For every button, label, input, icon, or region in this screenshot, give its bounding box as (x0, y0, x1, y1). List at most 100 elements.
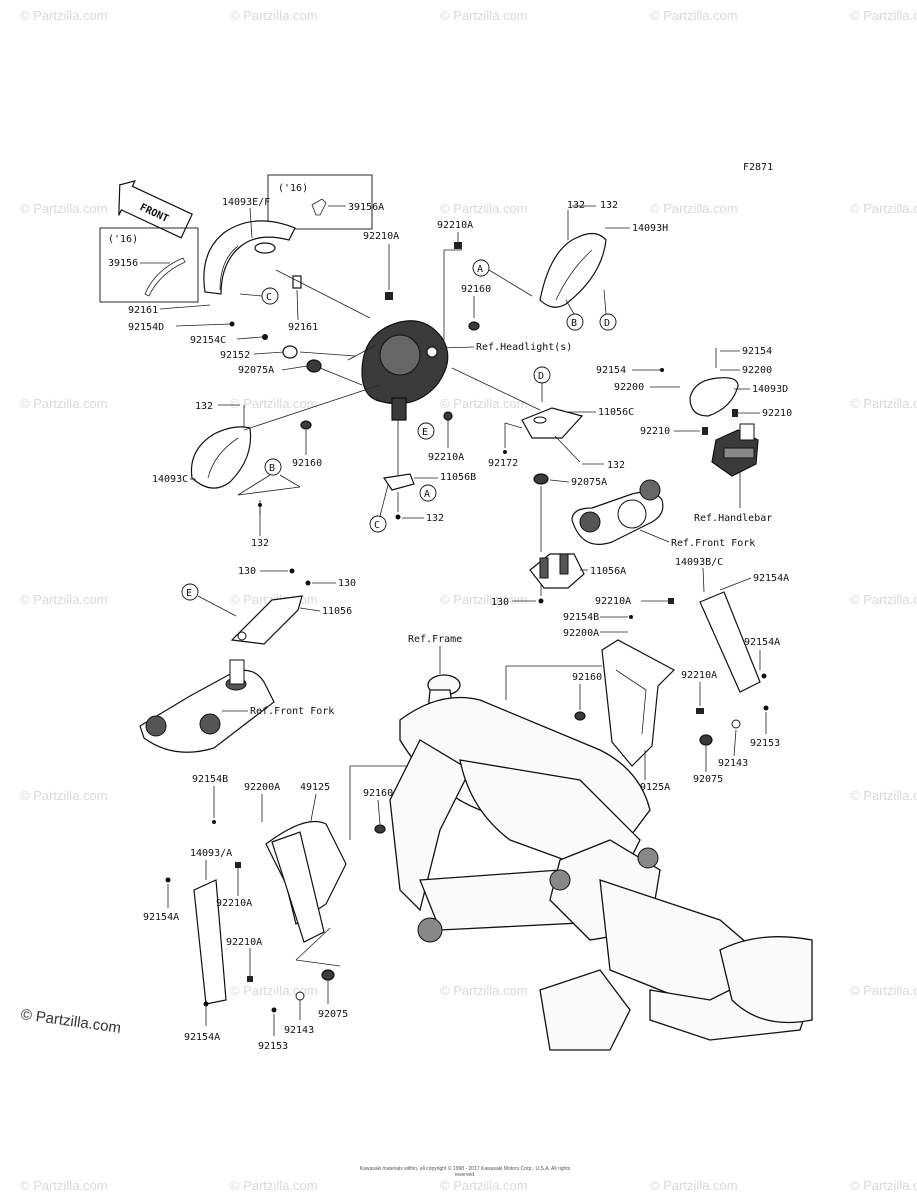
damper-92075b (321, 969, 335, 981)
label-92161b: 92161 (288, 322, 318, 333)
label-132a: 132 (567, 200, 585, 211)
front-arrow-icon: FRONT (118, 179, 193, 239)
svg-text:© Partzilla.com: © Partzilla.com (440, 983, 528, 998)
upper-triple-clamp (571, 479, 664, 545)
svg-text:© Partzilla.com: © Partzilla.com (850, 788, 917, 803)
damper-92075Ab (533, 473, 549, 485)
svg-text:© Partzilla.com: © Partzilla.com (20, 1178, 108, 1193)
label-14093C: 14093C (152, 474, 188, 485)
label-39156: 39156 (108, 258, 138, 269)
callout-A2-text: A (424, 489, 430, 500)
label-92210Ae: 92210A (681, 670, 717, 681)
label-132e: 132 (607, 460, 625, 471)
bracket-11056B (382, 473, 415, 491)
label-11056C: 11056C (598, 407, 634, 418)
label-92160d: 92160 (363, 788, 393, 799)
svg-text:© Partzilla.com: © Partzilla.com (20, 201, 108, 216)
label-92200A: 92200A (563, 628, 599, 639)
label-92154Ab: 92154A (744, 637, 780, 648)
label-14093BC: 14093B/C (675, 557, 723, 568)
callout-B2 (264, 458, 282, 476)
side-cover-14093C (190, 426, 252, 489)
label-ref-front-fork-b: Ref.Front Fork (250, 706, 334, 717)
label-92210Af: 92210A (216, 898, 252, 909)
svg-text:© Partzilla.com: © Partzilla.com (440, 8, 528, 23)
bracket-11056 (230, 595, 303, 645)
svg-text:© Partzilla.com: © Partzilla.com (230, 396, 318, 411)
svg-text:© Partzilla.com: © Partzilla.com (850, 396, 917, 411)
svg-text:© Partzilla.com: © Partzilla.com (20, 8, 108, 23)
collar-92152 (282, 345, 298, 359)
handlebar-cover-14093D (689, 377, 739, 417)
callout-D2-text: D (538, 371, 544, 382)
lower-triple-clamp (139, 659, 275, 753)
label-92154Bb: 92154B (192, 774, 228, 785)
label-92154Aa: 92154A (753, 573, 789, 584)
label-92154Ad: 92154A (184, 1032, 220, 1043)
svg-text:© Partzilla.com: © Partzilla.com (230, 1178, 318, 1193)
label-130b: 130 (338, 578, 356, 589)
label-11056A: 11056A (590, 566, 626, 577)
label-130c: 130 (491, 597, 509, 608)
figure-code: F2871 (743, 162, 773, 173)
label-92210Ad: 92210A (595, 596, 631, 607)
callout-C1-text: C (266, 292, 272, 303)
svg-text:© Partzilla.com: © Partzilla.com (230, 8, 318, 23)
label-49125A: 49125A (634, 782, 670, 793)
label-92210b: 92210 (640, 426, 670, 437)
label-130a: 130 (238, 566, 256, 577)
damper-92075a (699, 734, 713, 746)
label-132a-txt: 132 (600, 200, 618, 211)
variant-box-16b (99, 227, 199, 303)
label-49125: 49125 (300, 782, 330, 793)
label-92154Ac: 92154A (143, 912, 179, 923)
label-132d: 132 (426, 513, 444, 524)
label-92200b: 92200 (614, 382, 644, 393)
svg-text:© Partzilla.com: © Partzilla.com (650, 201, 738, 216)
label-92160b: 92160 (292, 458, 322, 469)
label-92075a: 92075 (693, 774, 723, 785)
svg-text:© Partzilla.com: © Partzilla.com (440, 1178, 528, 1193)
stripe-39156-icon (144, 257, 186, 297)
label-92143b: 92143 (284, 1025, 314, 1036)
variant-box-16a (267, 174, 373, 230)
side-cover-14093H (539, 232, 607, 308)
callout-E2-text: E (186, 588, 192, 599)
callout-E2 (181, 583, 199, 601)
label-14093EF: 14093E/F (222, 197, 270, 208)
label-92075b: 92075 (318, 1009, 348, 1020)
headlight-cover-14093EF (203, 220, 296, 295)
svg-text:© Partzilla.com: © Partzilla.com (20, 396, 108, 411)
label-ref-headlight: Ref.Headlight(s) (476, 342, 572, 353)
label-92153b: 92153 (258, 1041, 288, 1052)
label-92161a: 92161 (128, 305, 158, 316)
svg-text:© Partzilla.com: © Partzilla.com (850, 592, 917, 607)
headlight-housing (361, 320, 449, 421)
svg-text:© Partzilla.com: © Partzilla.com (850, 1178, 917, 1193)
label-92210Ac: 92210A (428, 452, 464, 463)
grommet-92161 (292, 275, 302, 289)
label-92154a: 92154 (742, 346, 772, 357)
callout-E1 (417, 422, 435, 440)
label-92210Ab: 92210A (437, 220, 473, 231)
callout-A1-text: A (477, 264, 483, 275)
handlebar-holder (711, 423, 759, 477)
label-92160a: 92160 (461, 284, 491, 295)
label-ref-handlebar: Ref.Handlebar (694, 513, 772, 524)
label-92200Ab: 92200A (244, 782, 280, 793)
bracket-11056C (521, 407, 584, 439)
label-92172: 92172 (488, 458, 518, 469)
label-14093H: 14093H (632, 223, 668, 234)
svg-text:© Partzilla.com: © Partzilla.com (850, 983, 917, 998)
callout-B1-text: B (571, 318, 577, 329)
side-cover-14093BC (699, 591, 761, 693)
svg-text:© Partzilla.com: © Partzilla.com (440, 201, 528, 216)
label-92200a: 92200 (742, 365, 772, 376)
damper-92075A (306, 359, 322, 373)
label-11056B: 11056B (440, 472, 476, 483)
label-92210Aa: 92210A (363, 231, 399, 242)
stripe-39156A-icon (311, 198, 327, 216)
label-92154D: 92154D (128, 322, 164, 333)
label-92154C: 92154C (190, 335, 226, 346)
label-ref-front-fork-a: Ref.Front Fork (671, 538, 755, 549)
